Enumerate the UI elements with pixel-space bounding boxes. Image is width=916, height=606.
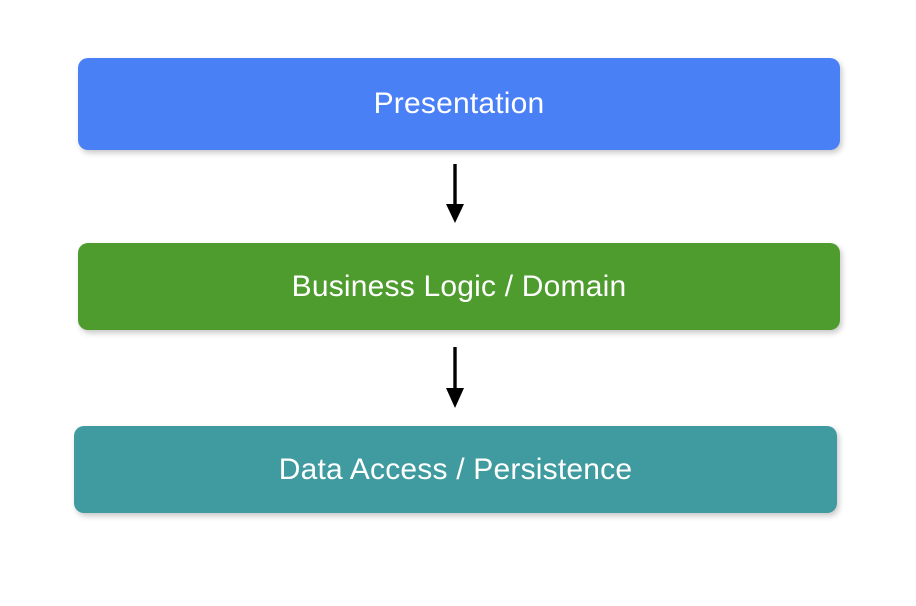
- layer-label-business: Business Logic / Domain: [291, 269, 627, 303]
- arrow-presentation-to-business: [446, 164, 464, 223]
- layer-label-presentation: Presentation: [373, 87, 545, 120]
- layer-box-data[interactable]: Data Access / Persistence: [74, 426, 837, 513]
- layer-label-data: Data Access / Persistence: [278, 452, 633, 486]
- arrow-head-icon: [446, 388, 464, 408]
- arrow-head-icon: [446, 204, 464, 223]
- layer-box-presentation[interactable]: Presentation: [78, 58, 840, 150]
- arrow-business-to-data: [446, 347, 464, 408]
- layer-box-business[interactable]: Business Logic / Domain: [78, 243, 840, 330]
